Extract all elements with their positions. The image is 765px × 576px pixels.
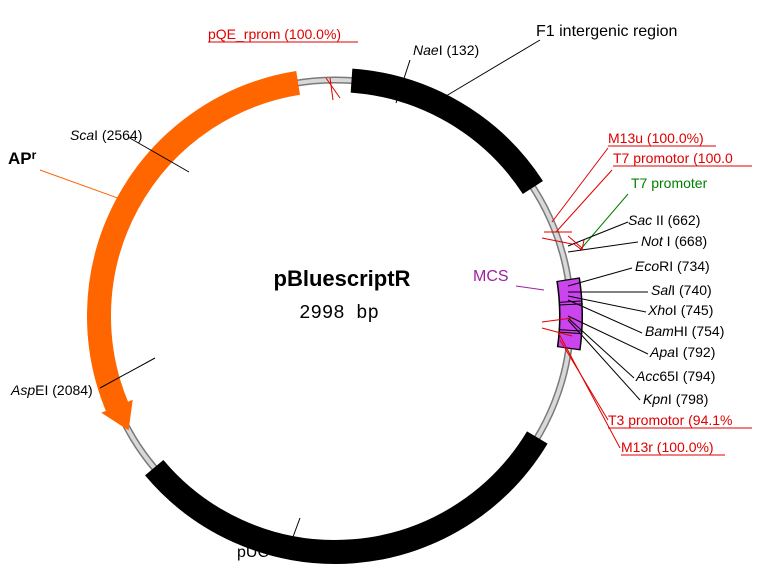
plasmid-name: pBluescriptR	[274, 266, 411, 291]
primer-pqe: pQE_rprom (100.0%)	[208, 26, 358, 43]
plasmid-size: 2998 bp	[299, 302, 379, 324]
primer-t3: T3 promotor (94.1%	[608, 412, 752, 429]
leader-t7	[555, 169, 613, 233]
leader-sac	[567, 221, 629, 247]
leader-mcs	[515, 285, 545, 291]
site-eco-label: EcoRI (734)	[635, 258, 710, 274]
feature-mcs-label: MCS	[473, 268, 509, 285]
feature-mcs-arc-fill	[557, 278, 582, 350]
site-asp-label: AspEI (2084)	[10, 382, 93, 398]
primer-tick	[541, 327, 573, 337]
leader-not	[567, 241, 639, 253]
leader-t7promoter	[579, 193, 629, 251]
svg-text:pQE_rprom (100.0%): pQE_rprom (100.0%)	[208, 26, 341, 42]
leader-asp	[99, 357, 156, 389]
mcs-tick	[558, 329, 583, 332]
feature-puc-label: pUC ori	[237, 544, 291, 561]
feature-puc-arc	[145, 431, 548, 564]
leader-kpn	[567, 319, 641, 401]
feature-f1-label: F1 intergenic region	[536, 23, 677, 40]
svg-text:T7 promotor (100.0: T7 promotor (100.0	[613, 150, 733, 166]
leader-apa	[567, 315, 649, 355]
mcs-tick	[558, 331, 583, 335]
site-kpn-label: KpnI (798)	[643, 391, 708, 407]
site-acc-label: Acc65I (794)	[635, 368, 715, 384]
leader-pqe	[329, 77, 334, 101]
feature-apr-label: APr	[8, 148, 37, 168]
primer-m13r: M13r (100.0%)	[621, 439, 725, 456]
primer-tick	[325, 77, 341, 99]
mcs-tick	[558, 303, 583, 306]
site-sac-label: Sac II (662)	[628, 212, 700, 228]
primer-arrow-icon	[573, 239, 585, 251]
svg-text:M13r (100.0%): M13r (100.0%)	[621, 439, 714, 455]
leader-xho	[567, 295, 647, 313]
primer-tick	[567, 235, 583, 249]
leader-f1	[445, 39, 541, 97]
leader-eco	[567, 267, 633, 287]
site-bam-label: BamHI (754)	[645, 323, 724, 339]
leader-nae	[395, 59, 411, 104]
site-nae-label: NaeI (132)	[413, 42, 479, 58]
svg-text:T3 promotor (94.1%: T3 promotor (94.1%	[608, 412, 733, 428]
site-not-label: Not I (668)	[641, 233, 707, 249]
leader-apr	[39, 169, 138, 206]
feature-apr-arrowhead	[101, 399, 133, 431]
leader-lines	[39, 39, 649, 546]
leader-m13r	[557, 331, 621, 449]
leader-acc	[567, 317, 635, 379]
leader-puc	[289, 517, 301, 546]
site-apa-label: ApaI (792)	[649, 344, 715, 360]
site-xho-label: XhoI (745)	[647, 302, 713, 318]
site-sal-label: SalI (740)	[651, 282, 712, 298]
feature-apr-arc	[87, 71, 300, 417]
primer-t7: T7 promotor (100.0	[613, 150, 752, 167]
leader-bam	[567, 299, 643, 334]
leader-sca	[127, 136, 190, 173]
feature-f1-arc	[350, 68, 543, 195]
leader-m13u	[551, 147, 609, 223]
site-sca-label: ScaI (2564)	[70, 127, 142, 143]
svg-text:M13u (100.0%): M13u (100.0%)	[608, 130, 704, 146]
primer-tick	[541, 317, 573, 323]
primer-m13u: M13u (100.0%)	[608, 130, 716, 147]
promoter-t7-label: T7 promoter	[631, 175, 708, 191]
primer-tick	[541, 237, 573, 245]
